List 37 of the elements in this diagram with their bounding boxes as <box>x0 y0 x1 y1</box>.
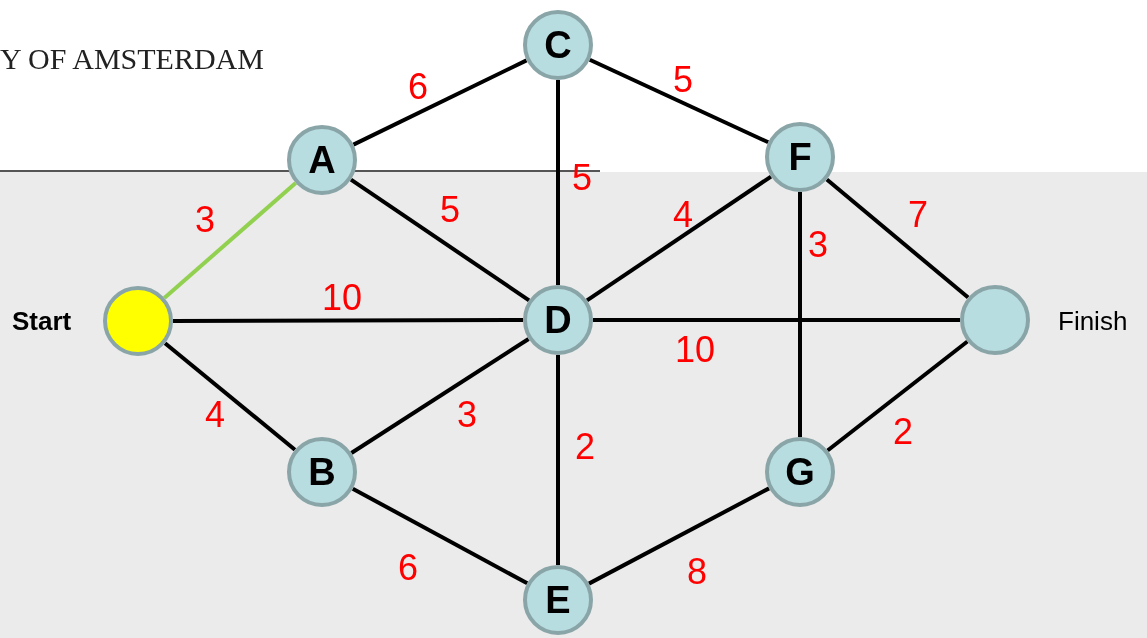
edge-label: 2 <box>575 429 595 465</box>
node-letter: G <box>785 453 815 491</box>
edge-label: 6 <box>398 550 418 586</box>
edge-line <box>556 80 560 285</box>
edge-line <box>163 341 297 452</box>
edge-line <box>826 339 969 453</box>
edge-label: 4 <box>205 397 225 433</box>
edge-label: 5 <box>440 192 460 228</box>
edge-label: 5 <box>673 62 693 98</box>
node-letter: E <box>545 581 571 619</box>
edge-line <box>349 178 531 302</box>
edge-label: 8 <box>687 554 707 590</box>
edge-label: 10 <box>322 280 362 316</box>
edge-line <box>173 318 523 323</box>
node-letter: D <box>544 301 572 339</box>
edge-label: 3 <box>808 227 828 263</box>
node-caption: Start <box>12 308 72 334</box>
node-letter: B <box>308 453 336 491</box>
edge-label: 3 <box>195 202 215 238</box>
edge-line <box>798 192 802 437</box>
edge-line <box>825 177 970 300</box>
edge-label: 10 <box>675 332 715 368</box>
edge-line <box>163 181 297 300</box>
node-letter: F <box>788 138 812 176</box>
edge-label: 3 <box>457 397 477 433</box>
edge-line <box>556 355 560 565</box>
edge-line <box>350 337 530 455</box>
edge-label: 4 <box>673 197 693 233</box>
header-text: Y OF AMSTERDAM <box>0 44 264 74</box>
edge-label: 2 <box>893 414 913 450</box>
edge-line <box>585 174 773 303</box>
edge-label: 7 <box>908 197 928 233</box>
node-letter: A <box>308 141 336 179</box>
edge-line <box>593 318 960 322</box>
node-caption: Finish <box>1058 308 1128 334</box>
node-letter: C <box>544 26 572 64</box>
edge-label: 6 <box>408 69 428 105</box>
